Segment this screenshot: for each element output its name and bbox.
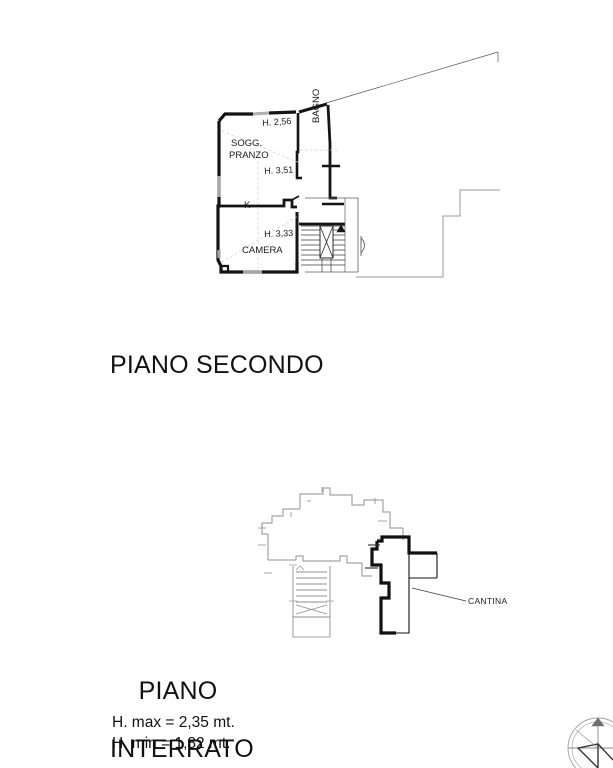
cantina-unit-outline xyxy=(370,535,438,635)
plan-title-piano-secondo: PIANO SECONDO xyxy=(110,351,324,379)
basement-stair-treads xyxy=(296,571,327,603)
basement-wall-ticks xyxy=(258,487,387,574)
property-boundary-step xyxy=(356,189,500,278)
plan-title-line-2: INTERRATO xyxy=(110,735,254,763)
partition-camera xyxy=(219,195,300,209)
basement-walls-light xyxy=(261,487,404,577)
room-label-bagno: BAGNO xyxy=(311,88,322,123)
stair-direction-marker xyxy=(336,224,346,233)
cantina-door-marks xyxy=(365,544,380,569)
stair-railing-core xyxy=(319,225,334,272)
height-label-sogg: H. 3,51 xyxy=(264,164,294,176)
height-label-bagno: H. 2,56 xyxy=(262,115,292,128)
north-arrow-compass xyxy=(567,717,613,768)
door-swing-right xyxy=(360,236,365,256)
room-label-sogg: SOGG. xyxy=(231,138,263,149)
plan-title-line-1: PIANO xyxy=(138,677,218,705)
piano-interrato-drawing xyxy=(258,487,467,638)
apartment-perimeter-walls xyxy=(216,102,328,274)
cantina-leader-line xyxy=(411,587,467,602)
room-label-pranzo: PRANZO xyxy=(229,150,269,161)
property-boundary-diagonal xyxy=(325,51,499,104)
plan-title-piano-interrato: PIANO INTERRATO xyxy=(110,648,254,768)
wall-jog-details xyxy=(221,264,230,272)
height-label-camera: H. 3,33 xyxy=(264,227,294,239)
height-note-min: H. min = 1,82 mt. xyxy=(112,735,231,752)
piano-secondo-drawing xyxy=(216,51,500,278)
height-note-max: H. max = 2,35 mt. xyxy=(112,714,235,731)
window-opening-top xyxy=(252,111,270,116)
room-label-camera: CAMERA xyxy=(242,245,283,256)
stair-landing-wall xyxy=(295,212,345,272)
basement-staircase xyxy=(289,564,334,638)
room-label-kitchen: K xyxy=(244,200,251,211)
construction-guidelines xyxy=(221,130,340,272)
room-label-cantina: CANTINA xyxy=(468,596,508,606)
